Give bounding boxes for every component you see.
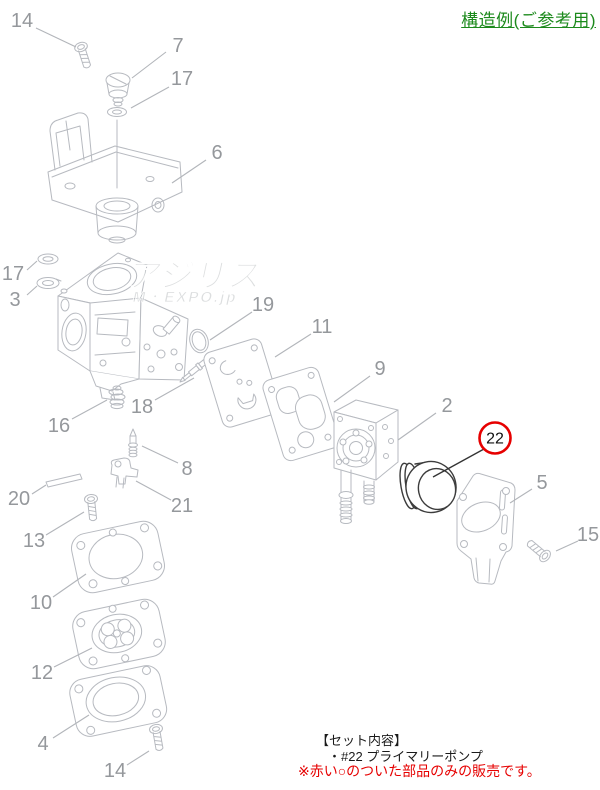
leader-line-18 [154,377,195,401]
leader-line-16 [71,399,108,420]
part-illustration-idle-screw-7 [105,72,131,107]
part-illustration-carburetor-body [57,252,189,401]
part-illustration-rod-20 [45,473,83,488]
leader-line-17 [26,260,38,271]
leader-line-14 [35,27,77,48]
watermark-line1: アジリス [124,258,266,295]
leader-line-10 [52,573,87,598]
leader-line-7 [131,51,167,79]
leader-line-2 [397,412,437,441]
leader-line-12 [53,647,93,668]
highlight-circle-22 [478,421,512,455]
part-label-8: 8 [181,458,192,480]
part-illustration-inlet-needle-8 [128,428,138,458]
legend-item: ・#22 プライマリーポンプ [328,748,483,764]
part-label-3: 3 [9,289,20,311]
part-illustration-gasket-10 [71,520,165,594]
leader-line-17 [130,86,170,109]
part-number-labels: 14 7 17 6 17 3 19 11 9 2 18 16 8 20 21 13 10 12 4 14 5 15 [2,10,599,782]
part-illustration-spring-16 [108,385,126,410]
part-illustration-screw-13 [83,493,101,522]
part-label-15: 15 [577,524,599,546]
watermark-line2: M・EXPO.jp [131,289,239,306]
part-label-19: 19 [252,294,274,316]
part-label-10: 10 [30,592,52,614]
watermark: アジリス M・EXPO.jp [124,258,267,306]
part-illustration-gasket-9 [262,366,340,462]
part-illustration-primer-bulb-22 [399,460,457,514]
part-label-12: 12 [31,662,53,684]
highlighted-part-callout: 22 [432,421,512,478]
part-label-20: 20 [8,488,30,510]
part-illustration-diaphragm-12 [72,598,166,670]
leader-line-5 [509,488,533,504]
leader-line-6 [171,159,207,184]
leader-line-21 [135,480,172,501]
leader-line-11 [274,333,312,358]
part-label-13: 13 [23,530,45,552]
part-illustration-screw-14-bottom [148,722,167,753]
leader-line-3 [26,285,38,296]
part-illustration-screw-15 [523,536,554,565]
part-illustration-pump-body-2 [333,399,399,524]
part-illustration-washer-17 [37,253,59,265]
part-label-2: 2 [441,395,452,417]
legend-heading: 【セット内容】 [316,733,408,748]
part-label-5: 5 [536,472,547,494]
part-illustration-oring-19 [189,328,209,354]
part-illustration-pump-cover-4 [69,665,168,737]
leader-line-19 [209,311,253,341]
part-label-6: 6 [211,142,222,164]
part-illustration-lever-21 [110,457,139,489]
leader-lines [26,27,579,766]
set-contents-legend: 【セット内容】 ・#22 プライマリーポンプ ※赤い○のついた部品のみの販売です… [298,733,541,780]
part-label-21: 21 [171,495,193,517]
leader-line-8 [141,445,179,464]
part-illustration-washer-17-top [107,107,127,117]
part-label-18: 18 [131,396,153,418]
part-illustration-screw-14-top [72,40,95,71]
part-label-4: 4 [37,733,48,755]
leader-line-14 [126,750,150,766]
part-illustration-bracket-6 [47,112,183,244]
part-illustration-bracket-5 [456,472,516,585]
part-illustration-lock-washer-3 [36,277,62,289]
leader-line-9 [333,375,371,403]
part-label-11: 11 [312,316,333,338]
part-label-9: 9 [374,358,385,380]
part-label-17: 17 [171,68,193,90]
part-label-14: 14 [11,10,33,32]
highlight-number-22: 22 [486,431,504,448]
leader-line-15 [555,540,579,552]
leader-line-4 [52,714,90,739]
part-label-14: 14 [104,760,126,782]
page-title: 構造例(ご参考用) [461,11,596,30]
part-label-7: 7 [172,35,183,57]
part-label-16: 16 [48,415,70,437]
leader-line-highlight-22 [432,448,485,478]
leader-line-20 [31,484,47,495]
leader-line-13 [45,511,85,536]
legend-note: ※赤い○のついた部品のみの販売です。 [298,763,541,779]
part-label-17: 17 [2,263,24,285]
